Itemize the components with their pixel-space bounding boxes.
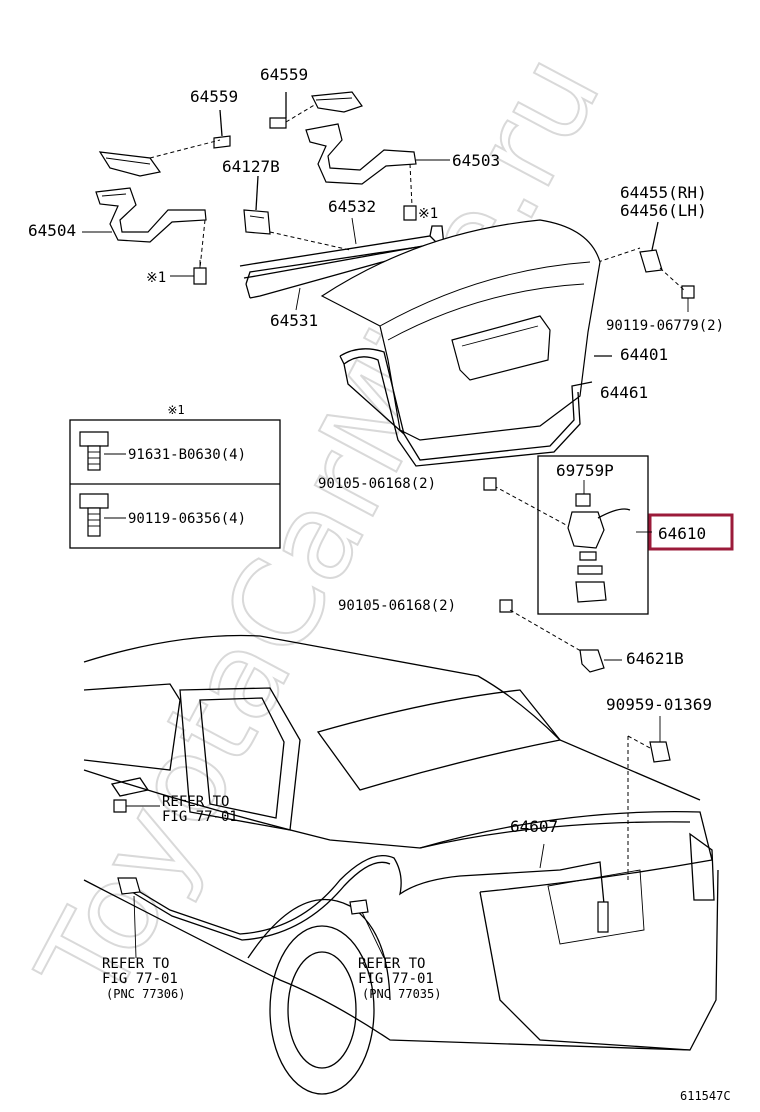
label-64401: 64401	[620, 345, 668, 364]
legend-title: ※1	[167, 403, 184, 417]
weatherstrip-64461	[339, 348, 593, 467]
refer-3-line-3: (PNC 77035)	[362, 987, 441, 1001]
label-90105-06168-upper: 90105-06168(2)	[318, 476, 436, 492]
mark-1-right: ※1	[418, 206, 438, 222]
label-64503: 64503	[452, 151, 500, 170]
stopper-64455	[597, 221, 695, 312]
refer-2-line-1: REFER TO	[102, 956, 169, 972]
label-64621b: 64621B	[626, 649, 684, 668]
refer-1-line-1: REFER TO	[162, 794, 229, 810]
release-cable-64607	[117, 843, 609, 959]
label-64455: 64455(RH)	[620, 183, 707, 202]
torsion-bars	[239, 217, 445, 311]
hinge-left-assembly	[95, 109, 231, 285]
label-64531: 64531	[270, 311, 318, 330]
label-69759p: 69759P	[556, 461, 614, 480]
label-64610: 64610	[658, 524, 706, 543]
label-64607: 64607	[510, 817, 558, 836]
grommet-90959	[627, 716, 671, 880]
label-90119-06779: 90119-06779(2)	[606, 318, 724, 334]
label-64559-left: 64559	[190, 87, 238, 106]
label-64456: 64456(LH)	[620, 201, 707, 220]
fastener-legend: ※1 91631-B0630(4) 90119-06356(4)	[69, 403, 281, 549]
label-64127b: 64127B	[222, 157, 280, 176]
cushion-64127b	[243, 175, 351, 251]
refer-3-line-2: FIG 77-01	[358, 971, 434, 987]
label-90105-06168-lower: 90105-06168(2)	[338, 598, 456, 614]
lock-assembly-detail	[483, 455, 649, 615]
refer-notes: REFER TO FIG 77-01 REFER TO FIG 77-01 (P…	[102, 794, 441, 1001]
label-64559-right: 64559	[260, 65, 308, 84]
mark-1-left: ※1	[146, 270, 166, 286]
refer-2-line-3: (PNC 77306)	[106, 987, 185, 1001]
trunk-lid-64401	[320, 219, 612, 441]
car-body	[83, 634, 719, 1095]
label-64532: 64532	[328, 197, 376, 216]
part-labels: 64559 64559 64503 64127B 64532 64504 ※1 …	[28, 65, 734, 836]
refer-3-line-1: REFER TO	[358, 956, 425, 972]
hinge-right-assembly	[269, 91, 417, 221]
figure-code: 611547C	[680, 1089, 731, 1103]
label-64504: 64504	[28, 221, 76, 240]
refer-2-line-2: FIG 77-01	[102, 971, 178, 987]
label-64461: 64461	[600, 383, 648, 402]
refer-1-line-2: FIG 77-01	[162, 809, 238, 825]
label-90959-01369: 90959-01369	[606, 695, 712, 714]
watermark: ToyotaCarMine.ru	[12, 33, 627, 1025]
legend-row-2: 90119-06356(4)	[128, 511, 246, 527]
striker-64621b	[499, 599, 622, 673]
legend-row-1: 91631-B0630(4)	[128, 447, 246, 463]
